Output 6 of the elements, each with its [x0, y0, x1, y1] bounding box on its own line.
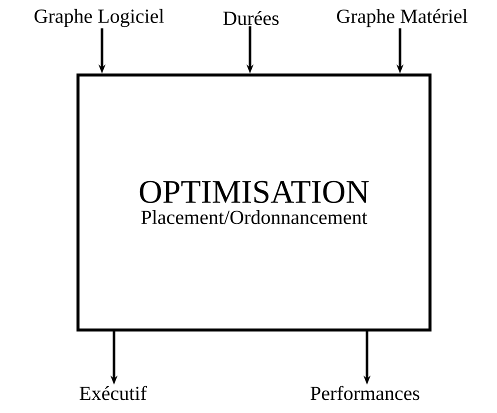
label-text: Graphe Logiciel	[34, 8, 164, 28]
label-text: Durées	[223, 10, 279, 26]
process-box: OPTIMISATION Placement/Ordonnancement	[76, 74, 432, 332]
label-text: Performances	[310, 386, 420, 400]
label-text: Graphe Matériel	[337, 8, 468, 28]
label-text: Exécutif	[80, 386, 147, 400]
